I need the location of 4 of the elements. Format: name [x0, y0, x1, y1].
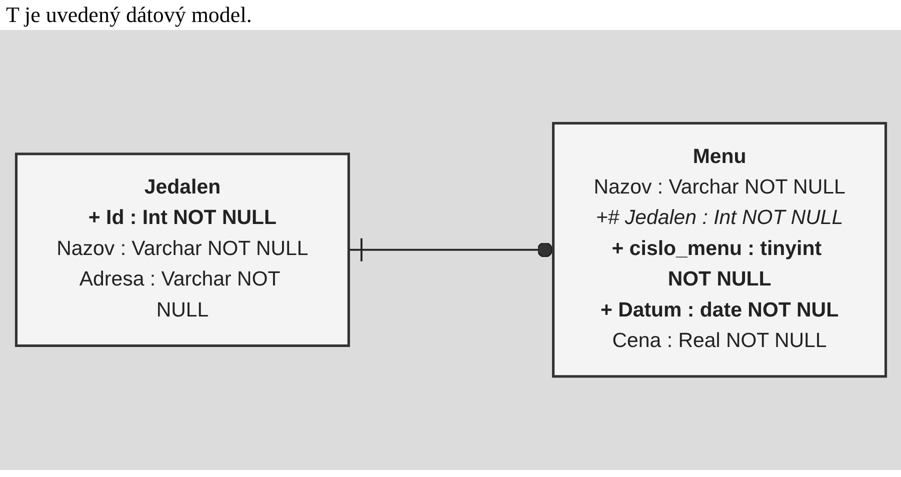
entity-table: Menu Nazov : Varchar NOT NULL +# Jedalen : Int NOT NULL + cislo_menu : tinyint NOT NULL + Datum : date NOT NUL Cena : Real NOT NULL: [552, 122, 887, 378]
intro-text: T je uvedený dátový model.: [6, 2, 253, 28]
entity-table: Jedalen + Id : Int NOT NULL Nazov : Varchar NOT NULL Adresa : Varchar NOT NULL: [14, 152, 350, 348]
relationship-line: [348, 238, 553, 262]
